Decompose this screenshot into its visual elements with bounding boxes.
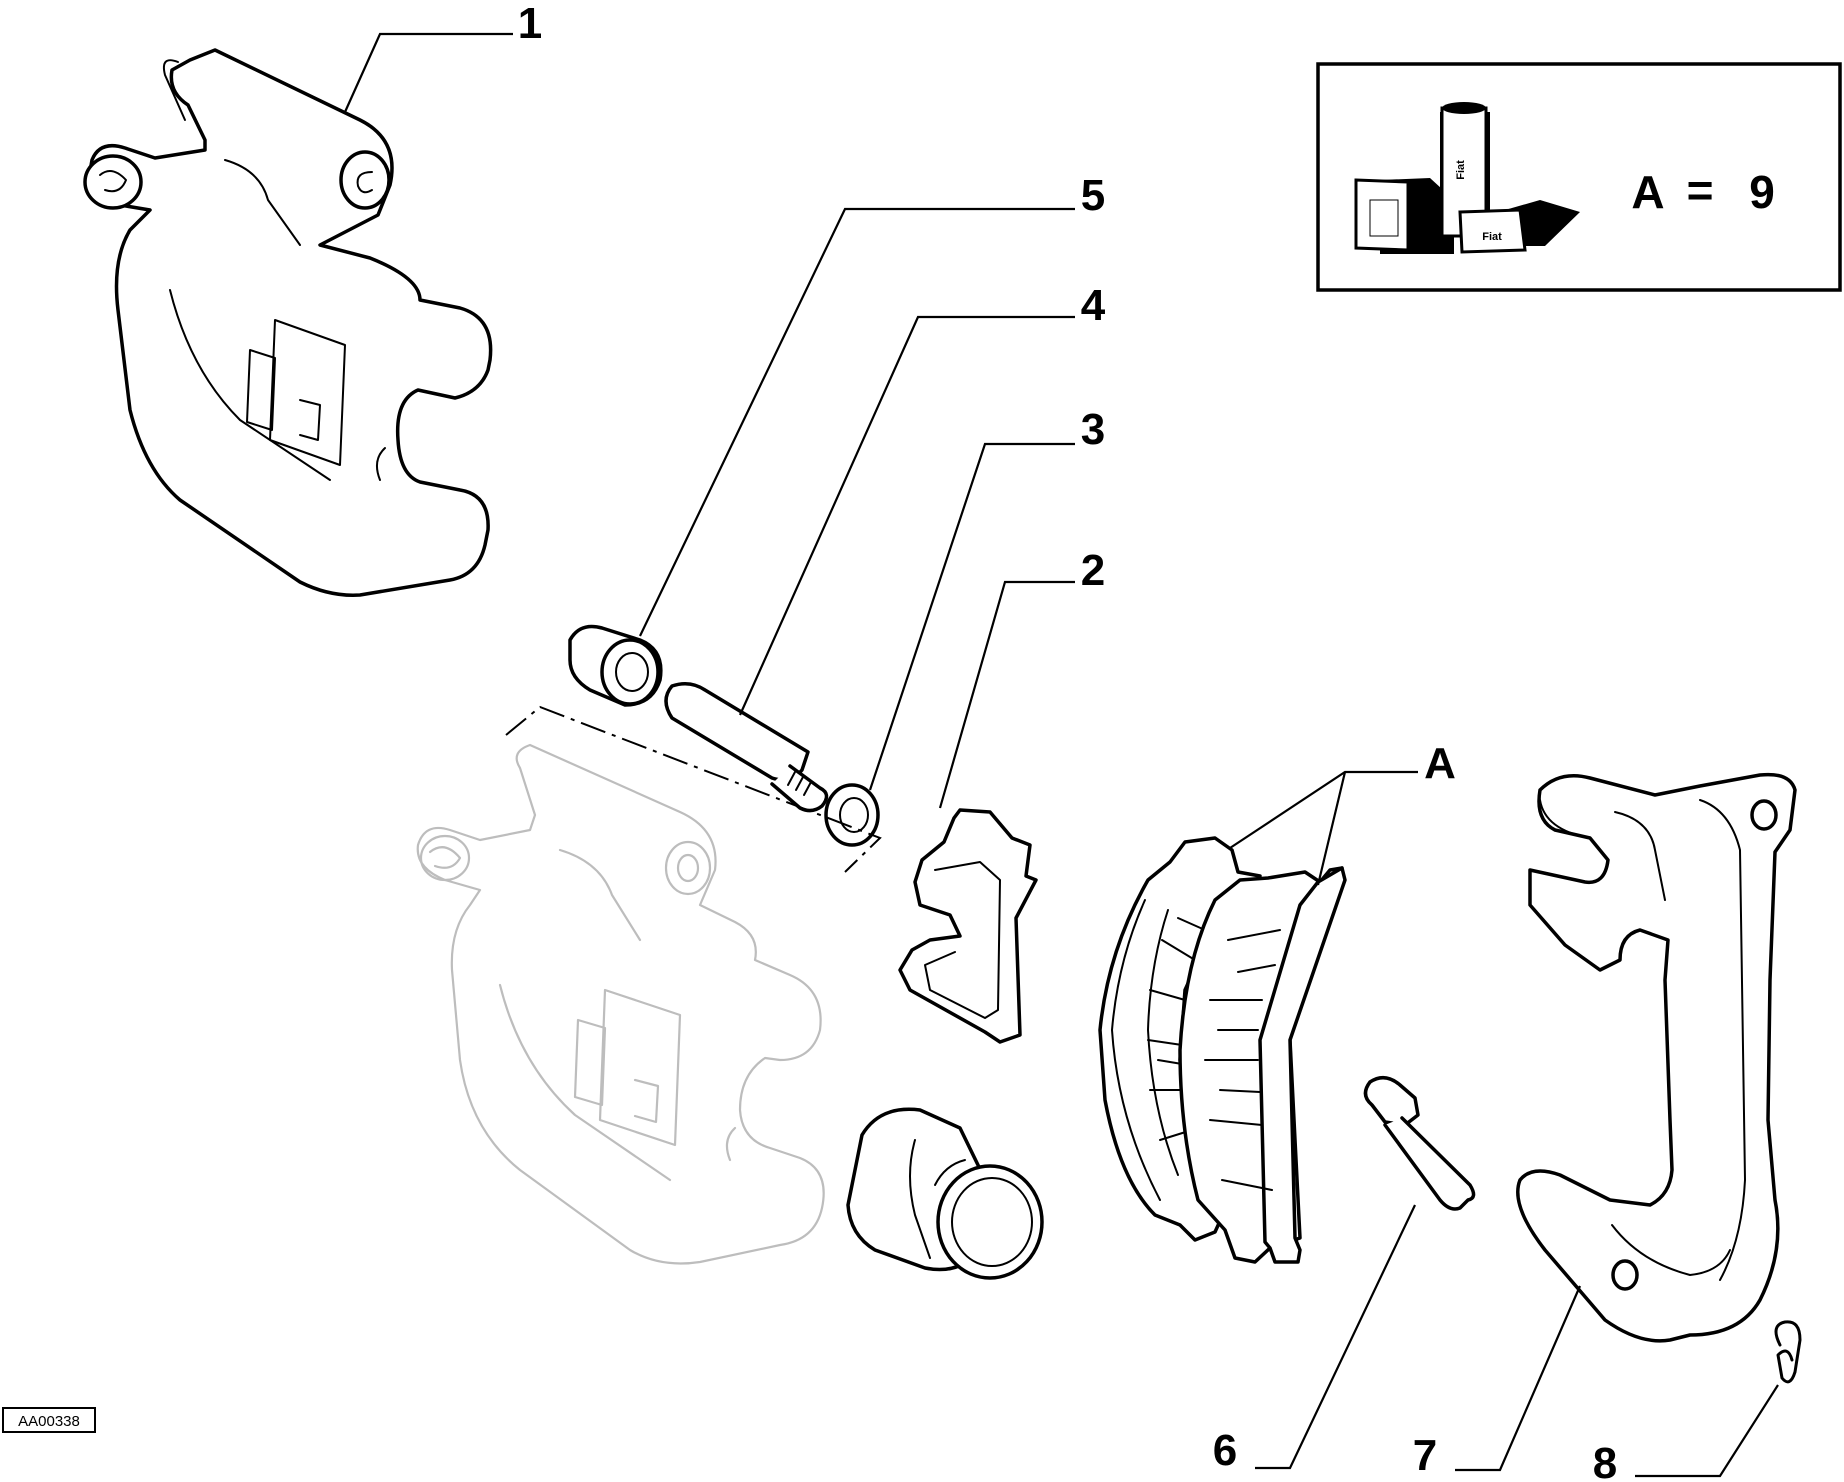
callout-6-leader bbox=[1255, 1204, 1416, 1470]
callout-A-leader-1 bbox=[1229, 770, 1418, 849]
piston[interactable] bbox=[846, 1107, 1044, 1280]
callout-1-leader bbox=[343, 32, 513, 113]
kit-box: Fiat Fiat A = 9 bbox=[1316, 62, 1842, 292]
callout-1-label: 1 bbox=[518, 0, 542, 48]
callout-A-leader-2 bbox=[1316, 771, 1347, 886]
callout-3-leader bbox=[868, 442, 1075, 791]
brake-pads-set[interactable] bbox=[1098, 836, 1347, 1264]
part-3-rubber-bush[interactable] bbox=[824, 783, 880, 847]
callout-8-leader bbox=[1635, 1384, 1779, 1478]
box-brand-label: Fiat bbox=[1482, 231, 1502, 243]
callout-7-leader bbox=[1455, 1285, 1582, 1472]
callout-4-leader bbox=[738, 315, 1075, 716]
callout-5-leader bbox=[639, 207, 1075, 637]
callout-2-leader bbox=[938, 580, 1075, 809]
part-5-guide-bush[interactable] bbox=[568, 624, 663, 707]
callout-5-label: 5 bbox=[1081, 171, 1105, 220]
grease-kit-icon: Fiat Fiat bbox=[1354, 102, 1580, 254]
callout-A-label: A bbox=[1424, 739, 1456, 788]
callout-4-label: 4 bbox=[1081, 281, 1106, 330]
kit-letter: A bbox=[1631, 166, 1664, 218]
diagram-code: AA00338 bbox=[18, 1413, 80, 1430]
callout-3-label: 3 bbox=[1081, 405, 1105, 454]
kit-equals: = bbox=[1687, 164, 1714, 216]
part-8-retaining-clip[interactable] bbox=[1774, 1320, 1802, 1384]
part-6-guide-bolt[interactable] bbox=[1363, 1075, 1476, 1211]
caliper-assembly-ghost bbox=[416, 743, 825, 1265]
part-1-caliper-body[interactable] bbox=[83, 48, 493, 597]
diagram-code-box: AA00338 bbox=[2, 1407, 96, 1433]
kit-quantity: 9 bbox=[1749, 166, 1775, 218]
callout-2-label: 2 bbox=[1081, 546, 1105, 595]
tube-brand-label: Fiat bbox=[1455, 160, 1467, 180]
part-2-spring-clip[interactable] bbox=[898, 808, 1038, 1044]
part-7-caliper-bracket[interactable] bbox=[1516, 772, 1797, 1343]
callout-8-label: 8 bbox=[1593, 1439, 1617, 1482]
callout-7-label: 7 bbox=[1413, 1431, 1437, 1480]
assembly-reference-line bbox=[505, 705, 882, 873]
callout-6-label: 6 bbox=[1213, 1426, 1237, 1475]
